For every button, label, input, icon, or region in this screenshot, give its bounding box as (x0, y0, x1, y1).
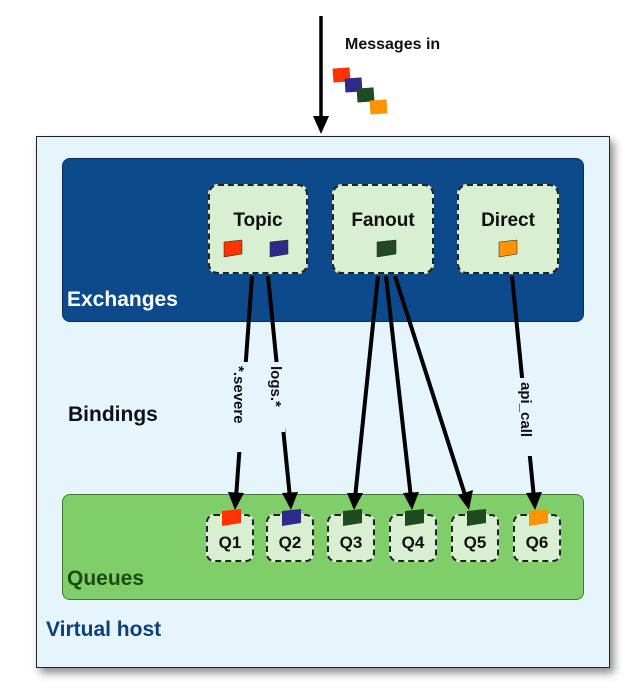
arrowhead-q4 (403, 492, 419, 510)
binding-key-api-call: api_call (517, 382, 534, 437)
binding-fanout-q3 (353, 275, 380, 499)
queue-q1-label: Q1 (218, 533, 242, 552)
exchanges-title: Exchanges (67, 288, 178, 311)
arrowhead-q6 (526, 492, 542, 510)
q4-green-message-icon (405, 509, 424, 526)
exchange-topic[interactable]: Topic (208, 184, 308, 274)
arrowhead-q5 (458, 490, 473, 510)
queue-q3-label: Q3 (339, 533, 363, 552)
queues-title: Queues (67, 567, 145, 590)
binding-key-logs: logs.* (267, 366, 284, 407)
q6-orange-message-icon (529, 509, 548, 526)
binding-key-severe: *.severe (230, 366, 247, 424)
exchange-direct-label: Direct (481, 210, 535, 231)
queue-q5-label: Q5 (463, 533, 487, 552)
arrowhead-q3 (347, 493, 363, 510)
green-message-icon (376, 239, 397, 258)
incoming-arrow (313, 16, 329, 134)
q1-red-message-icon (222, 509, 241, 526)
q3-green-message-icon (343, 509, 362, 526)
exchange-fanout[interactable]: Fanout (332, 184, 434, 274)
queue-q2-label: Q2 (278, 533, 302, 552)
exchange-topic-label: Topic (233, 210, 283, 231)
exchange-direct[interactable]: Direct (457, 184, 559, 274)
binding-fanout-q5 (393, 275, 468, 499)
messages-in-label: Messages in (345, 36, 441, 53)
queue-q6-label: Q6 (525, 533, 549, 552)
bindings-title: Bindings (68, 403, 158, 426)
queue-q4-label: Q4 (401, 533, 425, 552)
q2-blue-message-icon (282, 509, 301, 526)
message-stack-icon (332, 67, 388, 115)
arrowhead-q1 (228, 492, 244, 510)
orange-message-icon (498, 239, 518, 258)
blue-message-icon (269, 239, 289, 258)
q5-green-message-icon (467, 509, 486, 526)
exchange-fanout-label: Fanout (351, 210, 415, 231)
binding-fanout-q4 (384, 275, 413, 499)
red-message-icon (223, 239, 243, 258)
virtual-host-title: Virtual host (46, 618, 162, 641)
arrowhead-q2 (282, 492, 298, 510)
